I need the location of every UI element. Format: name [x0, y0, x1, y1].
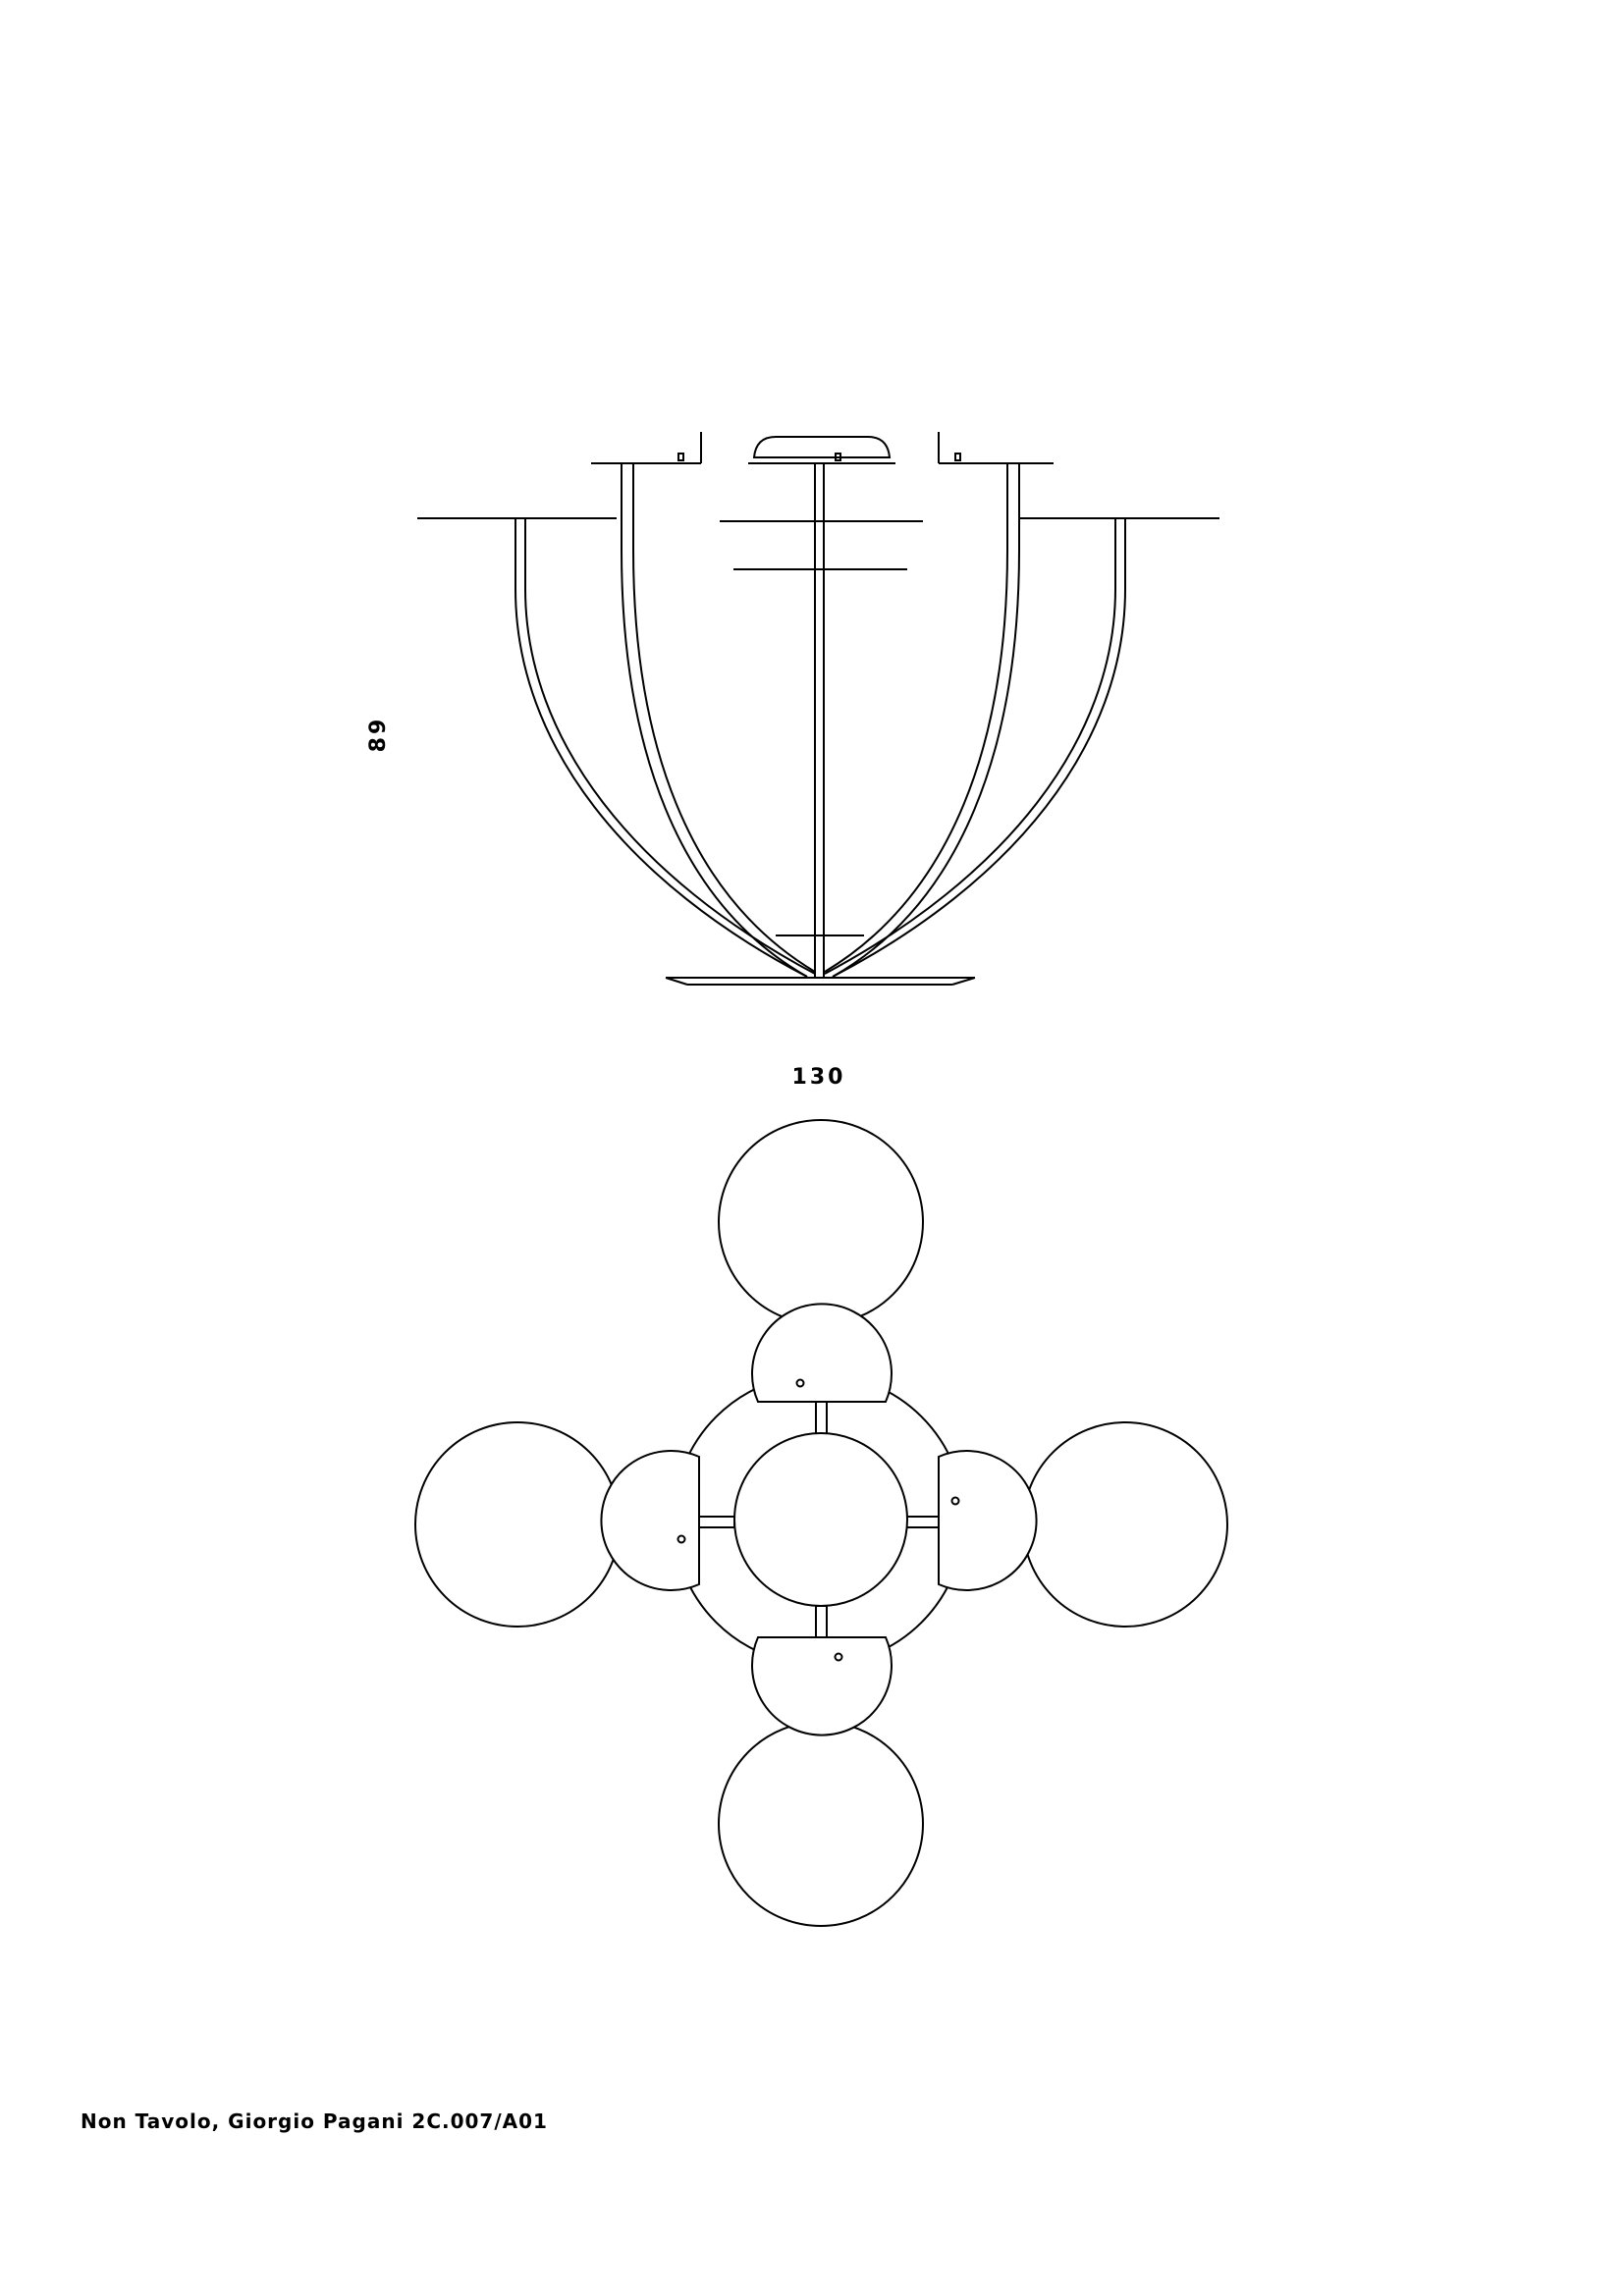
globe-right	[1022, 1421, 1228, 1628]
left-inner-arc	[621, 463, 816, 978]
right-outer-arc	[824, 518, 1126, 978]
width-dimension-label: 130	[792, 1065, 846, 1090]
globe-bottom	[718, 1721, 924, 1927]
side-elevation-view	[417, 432, 1219, 986]
left-upper-plate	[591, 432, 702, 464]
right-upper-plate	[938, 432, 1054, 464]
shade-left	[600, 1450, 700, 1591]
top-plan-view	[414, 1119, 1228, 1927]
globe-center	[733, 1432, 908, 1607]
center-top-cap	[748, 436, 895, 464]
shade-bottom	[751, 1636, 893, 1736]
globe-top	[718, 1119, 924, 1325]
height-dimension-label: 89	[366, 717, 391, 753]
base-plate	[665, 977, 976, 986]
right-inner-arc	[824, 463, 1020, 978]
shade-right	[938, 1450, 1038, 1591]
globe-left	[414, 1421, 621, 1628]
shade-top	[751, 1303, 893, 1403]
screw-dot	[834, 1652, 843, 1662]
drawing-caption: Non Tavolo, Giorgio Pagani 2C.007/A01	[81, 2109, 548, 2133]
left-outer-arc	[514, 518, 816, 978]
screw-dot	[950, 1496, 960, 1506]
screw-dot	[677, 1534, 686, 1544]
screw-dot	[795, 1378, 805, 1388]
